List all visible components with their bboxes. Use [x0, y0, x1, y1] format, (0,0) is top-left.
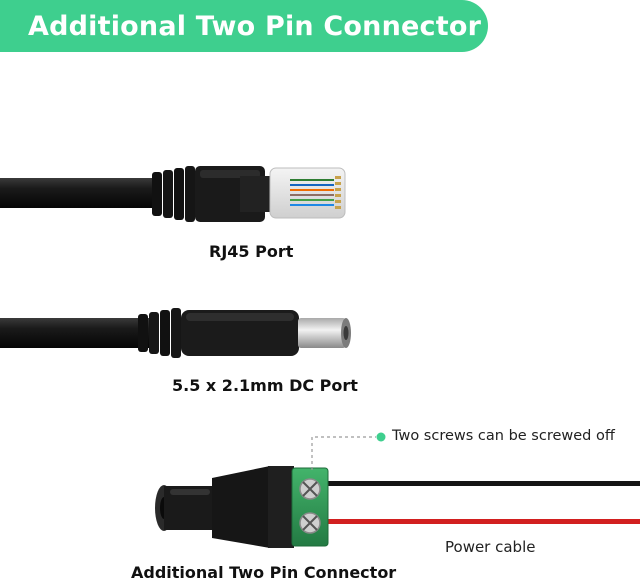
- screw-icon: [299, 512, 321, 534]
- rj45-cable: [0, 166, 346, 222]
- rj45-strain-relief: [152, 166, 195, 222]
- rj45-plug: [269, 167, 346, 219]
- rj45-port-label: RJ45 Port: [209, 242, 294, 261]
- banner-title: Additional Two Pin Connector: [28, 10, 482, 42]
- connector-wires: [328, 481, 640, 524]
- dc-port-label: 5.5 x 2.1mm DC Port: [172, 376, 358, 395]
- screw-icon: [299, 478, 321, 500]
- screws-note: Two screws can be screwed off: [392, 428, 615, 444]
- dc-barrel-plug: [298, 318, 351, 348]
- callout-dot-icon: [376, 432, 386, 442]
- female-dc-jack: [155, 466, 294, 548]
- power-cable-note: Power cable: [445, 538, 536, 556]
- dc-cable: [0, 308, 351, 358]
- two-pin-connector: [155, 466, 640, 548]
- dc-strain-relief: [138, 308, 181, 358]
- screw-terminal-block: [291, 467, 329, 547]
- connector-label: Additional Two Pin Connector: [131, 563, 397, 582]
- screws-callout: [311, 432, 386, 470]
- title-banner: Additional Two Pin Connector: [0, 0, 488, 52]
